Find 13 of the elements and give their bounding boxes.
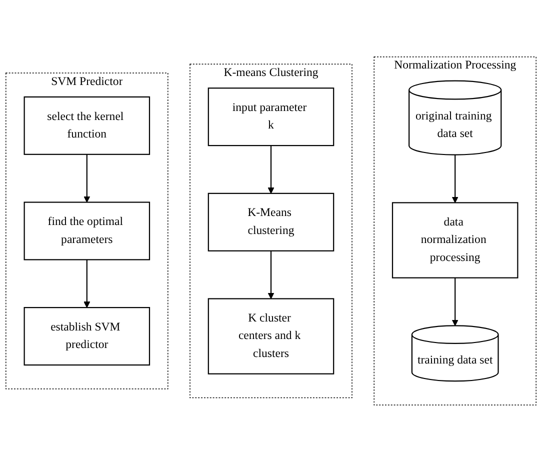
- node-box: find the optimal parameters: [24, 202, 150, 260]
- node-box: establish SVM predictor: [24, 307, 150, 366]
- arrow: [84, 154, 90, 203]
- arrow: [268, 146, 274, 194]
- arrow: [452, 278, 458, 326]
- node-box: input parameter k: [208, 88, 334, 146]
- node-box: data normalization processing: [392, 202, 518, 278]
- node-box: select the kernel function: [24, 96, 150, 155]
- arrow: [452, 154, 458, 204]
- node-box: K-Means clustering: [208, 192, 334, 252]
- arrow: [84, 260, 90, 308]
- arrow: [268, 250, 274, 300]
- node-box: K cluster centers and k clusters: [208, 298, 334, 374]
